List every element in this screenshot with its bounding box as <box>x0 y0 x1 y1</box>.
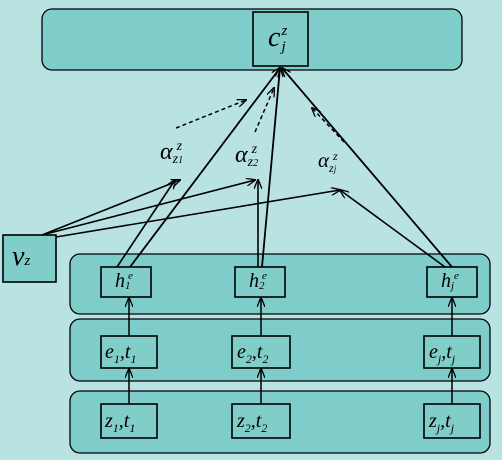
input-box-2 <box>231 403 291 439</box>
embed-box-j <box>423 335 481 369</box>
hidden-to-attention-arrows <box>116 180 446 268</box>
input-label-2: z2,t2 <box>237 410 268 435</box>
input-label-1: z1,t1 <box>105 410 136 435</box>
context-box <box>252 11 309 67</box>
hidden-to-context-arrows <box>129 68 453 268</box>
input-label-j: zj,tj <box>429 410 455 435</box>
attention-to-context-dashed-arrows <box>175 88 345 143</box>
stack-arrows <box>129 298 452 404</box>
embedding-label-j: ej,tj <box>429 341 456 366</box>
query-box <box>2 234 57 283</box>
query-vector-label: vz <box>12 241 31 272</box>
input-box-1 <box>100 403 158 439</box>
output-panel <box>41 8 463 71</box>
query-to-attention-arrows <box>41 180 340 238</box>
embedding-label-1: e1,t1 <box>105 341 137 366</box>
embedding-label-2: e2,t2 <box>237 341 269 366</box>
